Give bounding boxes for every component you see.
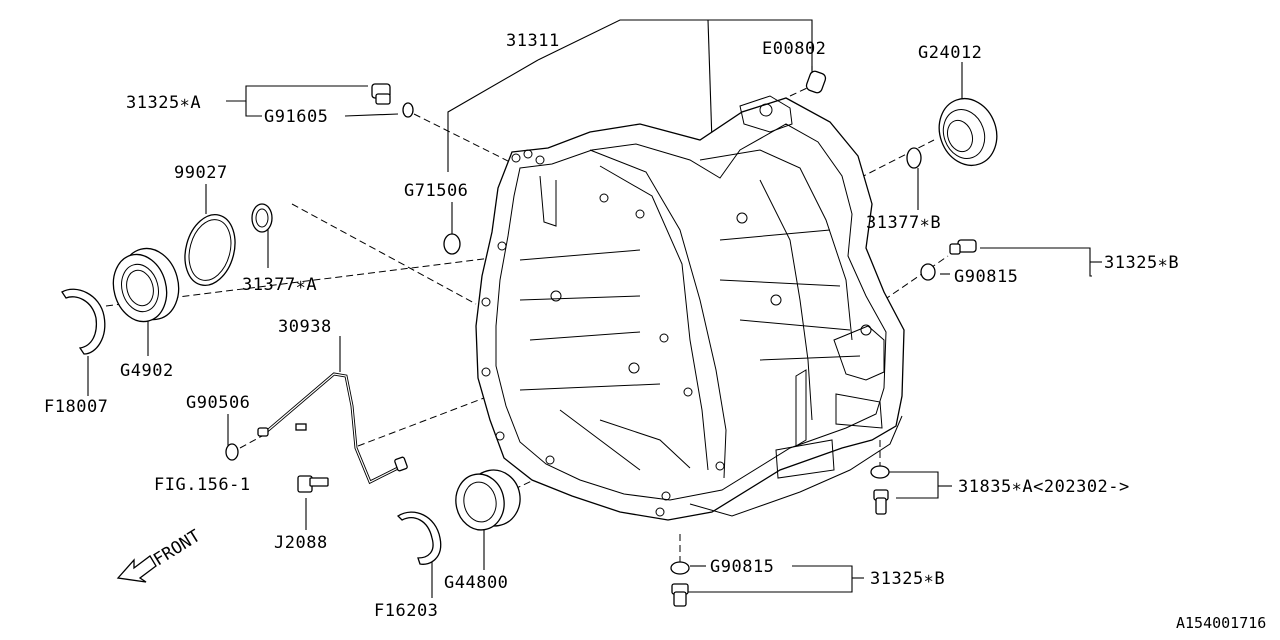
snap-ring-f18007 [61, 288, 106, 355]
case-bolt-holes [481, 149, 872, 517]
label-j2088: J2088 [274, 533, 328, 553]
washer-g90506 [225, 443, 239, 461]
plug-b-bottom [671, 583, 689, 607]
label-99027: 99027 [174, 163, 228, 183]
label-f16203: F16203 [374, 601, 438, 621]
front-label: FRONT [150, 526, 204, 570]
plug-b-top [949, 239, 977, 255]
callout-labels: 31311 E00802 G24012 31325∗A G91605 99027… [44, 31, 1266, 632]
front-indicator: FRONT [116, 526, 204, 583]
label-g90815-top: G90815 [954, 267, 1018, 287]
label-31377b: 31377∗B [866, 213, 941, 233]
snap-ring-f16203 [396, 511, 442, 565]
gasket-g90815-top [920, 263, 936, 281]
oil-seal-g24012 [938, 97, 998, 167]
label-g90815-bottom: G90815 [710, 557, 774, 577]
label-g4902: G4902 [120, 361, 174, 381]
label-30938: 30938 [278, 317, 332, 337]
label-31835a: 31835∗A<202302-> [958, 477, 1130, 497]
transmission-case [475, 95, 905, 521]
shim-99027 [184, 214, 236, 286]
pipe-30938 [257, 372, 408, 485]
label-31377a: 31377∗A [242, 275, 317, 295]
bearing-g4902 [112, 247, 180, 323]
plug-a [371, 83, 391, 105]
label-g90506: G90506 [186, 393, 250, 413]
label-g44800: G44800 [444, 573, 508, 593]
label-31325a: 31325∗A [126, 93, 201, 113]
ring-31377a [251, 203, 273, 233]
label-f18007: F18007 [44, 397, 108, 417]
gasket-g91605 [402, 102, 414, 118]
label-g24012: G24012 [918, 43, 982, 63]
label-fig-ref: FIG.156-1 [154, 475, 251, 495]
label-31311: 31311 [506, 31, 560, 51]
oring-g71506 [443, 233, 461, 255]
front-arrow-icon [116, 555, 157, 583]
dowel-pin [805, 70, 827, 94]
bolt-j2088 [297, 475, 329, 493]
diagram-id: A154001716 [1176, 614, 1266, 632]
label-e00802: E00802 [762, 39, 826, 59]
ring-31377b [906, 147, 922, 169]
leader-lines [87, 19, 1102, 598]
label-31325b-top: 31325∗B [1104, 253, 1179, 273]
label-g91605: G91605 [264, 107, 328, 127]
plug-31835a [870, 465, 890, 515]
label-g71506: G71506 [404, 181, 468, 201]
bearing-g44800 [455, 469, 521, 531]
gasket-g90815-bottom [670, 561, 690, 575]
parts [61, 70, 998, 607]
label-31325b-bottom: 31325∗B [870, 569, 945, 589]
